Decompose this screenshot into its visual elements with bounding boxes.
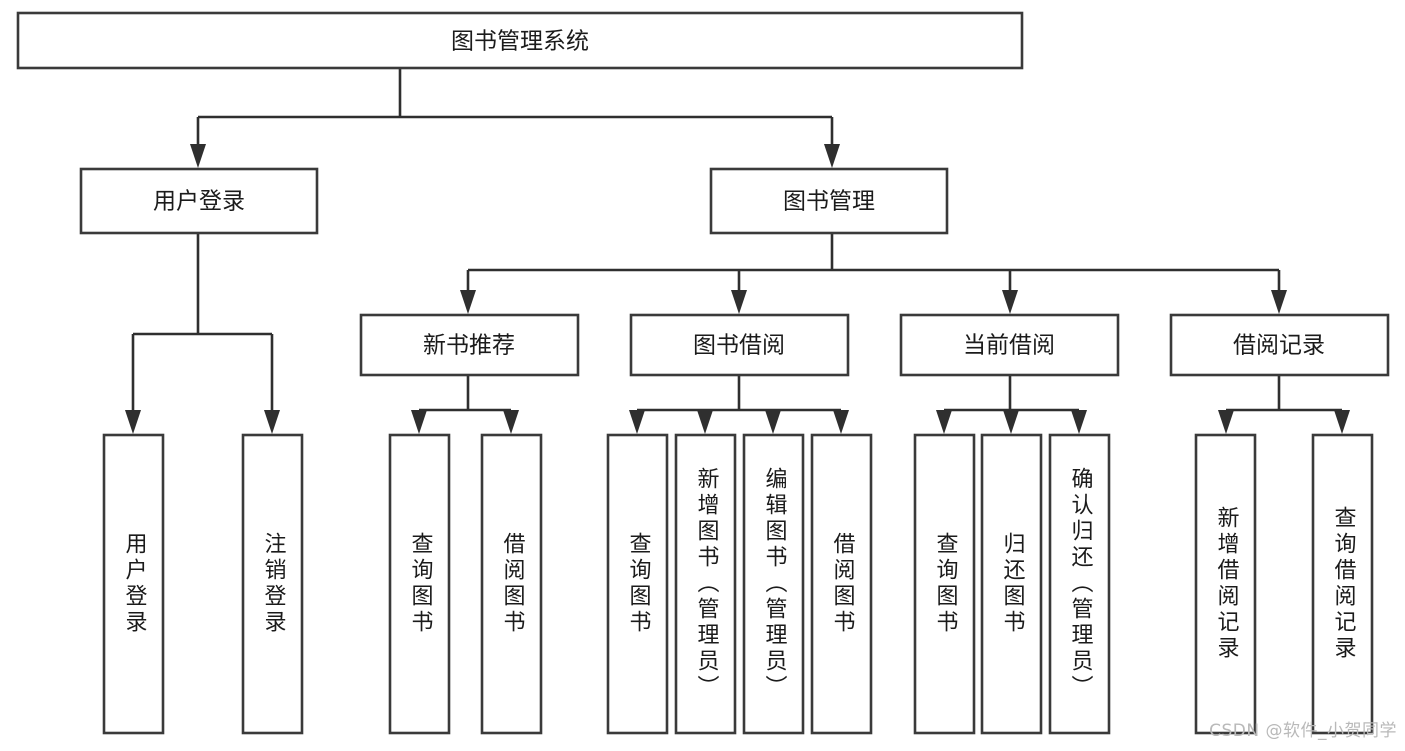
- node-book-borrow[interactable]: 图书借阅: [629, 313, 850, 377]
- connector-layer: [125, 68, 1350, 434]
- arrow-head-icon: [503, 410, 519, 434]
- node-label: 新书推荐: [423, 333, 515, 359]
- arrow-head-icon: [731, 290, 747, 314]
- arrow-head-icon: [460, 290, 476, 314]
- node-root-book-management-system[interactable]: 图书管理系统: [16, 11, 1024, 70]
- arrow-head-icon: [824, 144, 840, 168]
- node-label: 图书管理: [783, 189, 875, 215]
- node-book-management[interactable]: 图书管理: [709, 167, 949, 235]
- leaf-box-user-login-logout[interactable]: [241, 433, 304, 735]
- arrow-head-icon: [1071, 410, 1087, 434]
- arrow-head-icon: [629, 410, 645, 434]
- node-borrow-record[interactable]: 借阅记录: [1169, 313, 1390, 377]
- arrow-head-icon: [1271, 290, 1287, 314]
- node-box: [899, 313, 1120, 377]
- watermark-text: CSDN @软件_小贺同学: [1209, 721, 1397, 741]
- node-label: 图书管理系统: [451, 29, 589, 55]
- node-label: 当前借阅: [963, 333, 1055, 359]
- leaf-box-user-login-login[interactable]: [102, 433, 165, 735]
- node-box: [16, 11, 1024, 70]
- node-layer: 图书管理系统 用户登录 图书管理 新书推荐 图书借阅: [16, 11, 1390, 735]
- arrow-head-icon: [1334, 410, 1350, 434]
- node-box: [629, 313, 850, 377]
- leaf-box-book-borrow-add[interactable]: [674, 433, 737, 735]
- arrow-head-icon: [765, 410, 781, 434]
- node-current-borrow[interactable]: 当前借阅: [899, 313, 1120, 377]
- arrow-head-icon: [1003, 410, 1019, 434]
- arrow-head-icon: [411, 410, 427, 434]
- leaf-box-borrow-record-query[interactable]: [1311, 433, 1374, 735]
- leaf-box-current-borrow-return[interactable]: [980, 433, 1043, 735]
- leaf-box-borrow-record-add[interactable]: [1194, 433, 1257, 735]
- node-box: [709, 167, 949, 235]
- node-new-book-recommend[interactable]: 新书推荐: [359, 313, 580, 377]
- leaf-box-new-book-borrow[interactable]: [480, 433, 543, 735]
- leaf-box-book-borrow-query[interactable]: [606, 433, 669, 735]
- node-user-login[interactable]: 用户登录: [79, 167, 319, 235]
- leaf-box-current-borrow-query[interactable]: [913, 433, 976, 735]
- arrow-head-icon: [190, 144, 206, 168]
- arrow-head-icon: [125, 410, 141, 434]
- arrow-head-icon: [936, 410, 952, 434]
- leaf-box-book-borrow-lend[interactable]: [810, 433, 873, 735]
- arrow-head-icon: [1218, 410, 1234, 434]
- leaf-box-book-borrow-edit[interactable]: [742, 433, 805, 735]
- arrow-head-icon: [833, 410, 849, 434]
- node-box: [79, 167, 319, 235]
- node-label: 借阅记录: [1233, 333, 1325, 359]
- node-label: 用户登录: [153, 189, 245, 215]
- node-label: 图书借阅: [693, 333, 785, 359]
- arrow-head-icon: [697, 410, 713, 434]
- leaf-box-new-book-query[interactable]: [388, 433, 451, 735]
- arrow-head-icon: [264, 410, 280, 434]
- node-box: [1169, 313, 1390, 377]
- node-box: [359, 313, 580, 377]
- arrow-head-icon: [1002, 290, 1018, 314]
- leaf-box-current-borrow-confirm[interactable]: [1048, 433, 1111, 735]
